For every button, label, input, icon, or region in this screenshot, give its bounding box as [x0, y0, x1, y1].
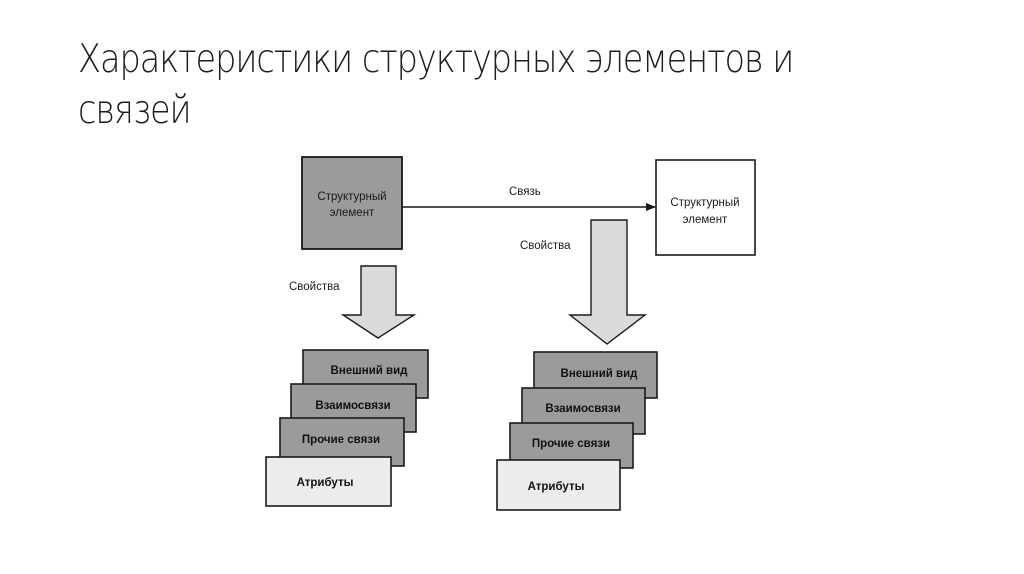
right-stack-other-links: Прочие связи	[532, 438, 610, 450]
slide-title: Характеристики структурных элементов и с…	[78, 37, 794, 133]
left-stack-interrelations: Взаимосвязи	[315, 400, 390, 412]
target-element-node: Структурный элемент	[655, 159, 756, 256]
left-stack-other-links: Прочие связи	[302, 434, 380, 446]
right-properties-arrow	[567, 219, 648, 345]
source-element-line1: Структурный	[317, 191, 386, 203]
right-stack-appearance: Внешний вид	[561, 368, 639, 380]
link-label: Связь	[509, 186, 541, 198]
left-stack-attributes: Атрибуты	[297, 477, 354, 489]
right-stack-attributes: Атрибуты	[528, 481, 585, 493]
left-properties-label: Свойства	[289, 281, 340, 293]
left-properties-arrow	[340, 265, 417, 339]
right-stack-interrelations: Взаимосвязи	[545, 403, 620, 415]
left-stack-appearance: Внешний вид	[331, 365, 409, 377]
source-element-line2: элемент	[330, 207, 375, 219]
target-element-line1: Структурный	[670, 197, 739, 209]
right-properties-label: Свойства	[520, 240, 571, 252]
left-property-stack: Внешний вид Взаимосвязи Прочие связи Атр…	[265, 349, 429, 507]
target-element-line2: элемент	[683, 214, 728, 226]
right-property-stack: Внешний вид Взаимосвязи Прочие связи Атр…	[496, 351, 658, 511]
source-element-node: Структурный элемент	[301, 156, 403, 250]
